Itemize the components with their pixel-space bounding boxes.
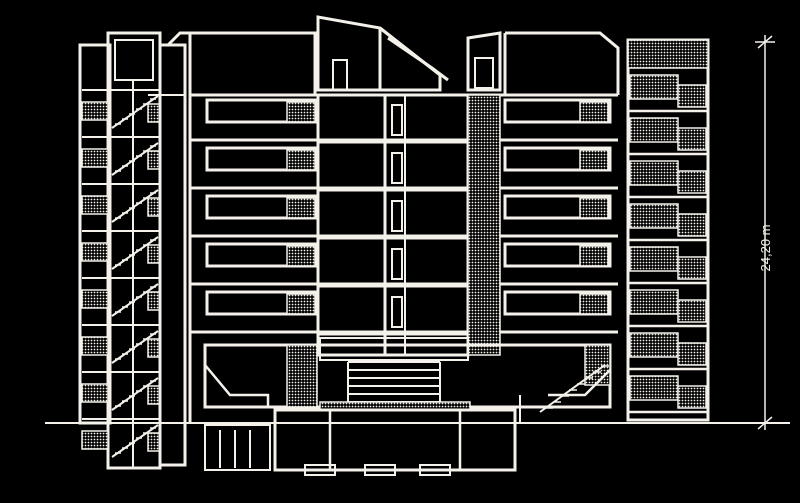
right-office-row bbox=[503, 98, 612, 124]
stair-flight bbox=[111, 424, 159, 458]
height-dimension-label: 24,20 m bbox=[758, 225, 773, 272]
auditorium-steps bbox=[319, 361, 471, 411]
left-tower-hatch bbox=[81, 242, 109, 262]
right-tower-hatch bbox=[629, 246, 679, 272]
right-office-hatch bbox=[579, 245, 609, 267]
right-office-row bbox=[503, 194, 612, 220]
right-tower-hatch bbox=[629, 74, 679, 100]
right-office-hatch bbox=[579, 293, 609, 315]
left-tower-hatch bbox=[81, 383, 109, 403]
right-office-row bbox=[503, 146, 612, 172]
core-door bbox=[391, 152, 403, 184]
stair-flight bbox=[111, 377, 159, 411]
right-tower-hatch bbox=[677, 342, 707, 366]
height-dimension: 24,20 m bbox=[755, 35, 775, 430]
lobby-stair-rail bbox=[539, 364, 606, 413]
main-building-outline bbox=[190, 31, 620, 97]
basement bbox=[204, 408, 517, 476]
lobby-level bbox=[203, 337, 612, 423]
left-tower-hatch bbox=[81, 336, 109, 356]
right-lobby-stair bbox=[519, 364, 609, 423]
central-core bbox=[316, 93, 501, 357]
left-tower-hatch bbox=[81, 148, 109, 168]
right-tower-hatch bbox=[677, 213, 707, 237]
right-tower-hatch bbox=[677, 84, 707, 108]
core-cells bbox=[318, 104, 468, 336]
left-column-hatch bbox=[147, 244, 161, 264]
right-tower bbox=[626, 38, 710, 422]
stair-flight bbox=[111, 330, 159, 364]
right-tower-hatch bbox=[677, 299, 707, 323]
right-tower-hatch bbox=[629, 160, 679, 186]
right-office-hatch bbox=[579, 101, 609, 123]
left-column-hatch bbox=[147, 103, 161, 123]
right-office-row bbox=[503, 290, 612, 316]
left-column-hatch bbox=[147, 432, 161, 452]
roof-lantern bbox=[316, 15, 502, 92]
core-hatched-wall bbox=[467, 94, 501, 356]
right-tower-hatch bbox=[629, 332, 679, 358]
stair-flight bbox=[111, 236, 159, 270]
left-column-hatch bbox=[147, 338, 161, 358]
right-tower-hatch bbox=[677, 256, 707, 280]
core-door bbox=[391, 296, 403, 328]
stair-flight bbox=[111, 142, 159, 176]
left-tower-hatch bbox=[81, 195, 109, 215]
right-tower-hatch bbox=[629, 289, 679, 315]
right-office-row bbox=[503, 242, 612, 268]
right-tower-floors bbox=[628, 74, 708, 414]
stair-flight bbox=[111, 95, 159, 129]
left-tower-hatch bbox=[81, 430, 109, 450]
left-tower-hatch bbox=[81, 289, 109, 309]
right-tower-hatch bbox=[677, 385, 707, 409]
left-service-column bbox=[148, 31, 192, 467]
core-door bbox=[391, 200, 403, 232]
right-tower-hatch bbox=[677, 127, 707, 151]
right-tower-hatch bbox=[629, 117, 679, 143]
left-office-hatch bbox=[286, 293, 316, 315]
left-column-hatch bbox=[147, 385, 161, 405]
left-stair-flights bbox=[82, 89, 160, 458]
left-office-hatch bbox=[286, 101, 316, 123]
right-tower-hatch bbox=[629, 203, 679, 229]
right-tower-hatch bbox=[629, 375, 679, 401]
stair-flight bbox=[111, 283, 159, 317]
right-office-hatch bbox=[579, 149, 609, 171]
left-column-hatch bbox=[147, 197, 161, 217]
left-stair-tower bbox=[78, 31, 162, 470]
left-column-hatch bbox=[147, 291, 161, 311]
core-door bbox=[391, 104, 403, 136]
left-tower-hatch bbox=[81, 101, 109, 121]
core-door bbox=[391, 248, 403, 280]
right-office-hatch bbox=[579, 197, 609, 219]
left-office-hatch bbox=[286, 149, 316, 171]
right-tower-hatch bbox=[677, 170, 707, 194]
stair-flight bbox=[111, 189, 159, 223]
left-tower-hatched-walls bbox=[81, 101, 161, 452]
left-office-hatch bbox=[286, 245, 316, 267]
left-column-hatch bbox=[147, 150, 161, 170]
left-office-hatch bbox=[286, 197, 316, 219]
